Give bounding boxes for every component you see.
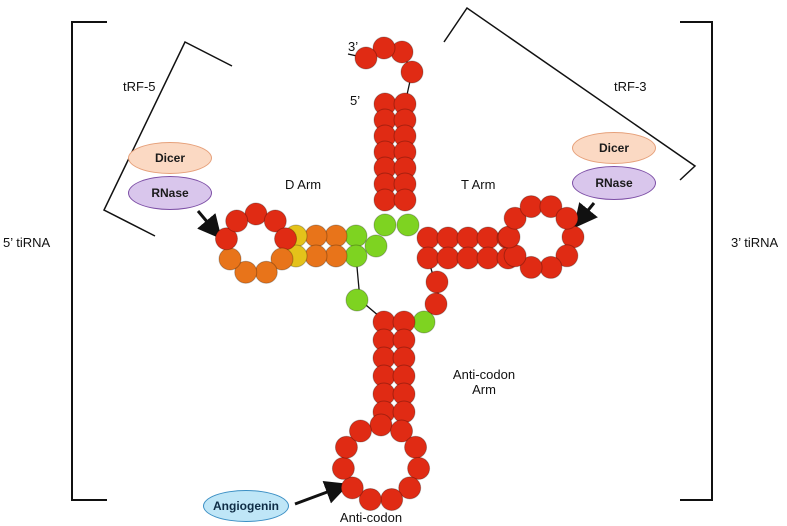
five-prime-tirna-label: 5’ tiRNA (3, 235, 51, 250)
d-loop-nucleotide (274, 227, 298, 251)
t-arm-nucleotide (456, 226, 480, 250)
variable-nucleotide (425, 270, 449, 294)
anticodon-loop-nucleotide (340, 476, 364, 500)
d-loop-nucleotide (270, 247, 294, 271)
d-arm-label: D Arm (285, 177, 322, 192)
d-arm-nucleotide (344, 224, 368, 248)
trf5-label: tRF-5 (123, 79, 156, 94)
t-loop-nucleotide (539, 195, 563, 219)
t-arm-nucleotide (476, 226, 500, 250)
angiogenin-oval: Angiogenin (203, 490, 289, 522)
d-arm-nucleotide (304, 244, 328, 268)
angiogenin-arrow (294, 480, 350, 506)
trf3-label: tRF-3 (614, 79, 647, 94)
variable-nucleotide (424, 292, 448, 316)
anticodon-loop-nucleotide (369, 413, 393, 437)
t-arm-nucleotide (476, 246, 500, 270)
tail-nucleotide (354, 46, 378, 70)
right-bracket (680, 21, 713, 501)
rnase-left-oval: RNase (128, 176, 212, 210)
d-arm-nucleotide (324, 224, 348, 248)
dicer-right-oval: Dicer (572, 132, 656, 164)
acceptor-nucleotide (393, 188, 417, 212)
t-arm-nucleotide (456, 246, 480, 270)
anticodon-loop-nucleotide (358, 487, 382, 511)
anticodon-loop-nucleotide (331, 456, 355, 480)
t-loop-nucleotide (555, 206, 579, 230)
five-prime-end-label: 5’ (350, 93, 361, 108)
d-arm-nucleotide (364, 234, 388, 258)
d-loop-nucleotide (214, 227, 238, 251)
anticodon-loop-nucleotide (404, 435, 428, 459)
d-arm-nucleotide (344, 244, 368, 268)
anticodon-loop-nucleotide (407, 456, 431, 480)
d-loop-nucleotide (218, 247, 242, 271)
left-bracket (71, 21, 107, 501)
anticodon-stem-nucleotide (392, 400, 416, 424)
variable-nucleotide (345, 288, 369, 312)
variable-nucleotide (412, 310, 436, 334)
anticodon-loop-nucleotide (348, 419, 372, 443)
tail-nucleotide (400, 60, 424, 84)
acceptor-nucleotide (373, 188, 397, 212)
right-cleavage-arrow (573, 202, 598, 229)
trf3-bracket (443, 6, 697, 181)
anticodon-loop-nucleotide (390, 419, 414, 443)
three-prime-tirna-label: 3’ tiRNA (731, 235, 779, 250)
d-loop-nucleotide (244, 202, 268, 226)
d-arm-nucleotide (324, 244, 348, 268)
anticodon-loop-nucleotide (334, 435, 358, 459)
d-loop-nucleotide (234, 260, 258, 284)
t-arm-nucleotide (436, 226, 460, 250)
left-cleavage-arrow (196, 210, 222, 240)
junction-nucleotide (396, 213, 420, 237)
t-arm-label: T Arm (461, 177, 496, 192)
t-loop-nucleotide (555, 244, 579, 268)
three-prime-end-label: 3’ (348, 39, 359, 54)
rnase-right-oval: RNase (572, 166, 656, 200)
anticodon-loop-nucleotide (398, 476, 422, 500)
t-loop-nucleotide (503, 206, 527, 230)
anticodon-loop-nucleotide (380, 487, 404, 511)
d-loop-nucleotide (254, 260, 278, 284)
d-loop-nucleotide (225, 209, 249, 233)
junction-nucleotide (373, 213, 397, 237)
d-loop-nucleotide (263, 209, 287, 233)
tail-nucleotide (372, 36, 396, 60)
t-loop-nucleotide (519, 255, 543, 279)
t-arm-nucleotide (416, 246, 440, 270)
d-arm-nucleotide (304, 224, 328, 248)
t-arm-nucleotide (436, 246, 460, 270)
t-arm-nucleotide (416, 226, 440, 250)
t-loop-nucleotide (519, 195, 543, 219)
t-loop-nucleotide (539, 255, 563, 279)
dicer-left-oval: Dicer (128, 142, 212, 174)
anticodon-label: Anti-codon (339, 510, 403, 525)
nucleotide-beads (214, 36, 585, 511)
anticodon-arm-label: Anti-codon Arm (452, 367, 516, 397)
trf5-bracket (103, 40, 233, 237)
